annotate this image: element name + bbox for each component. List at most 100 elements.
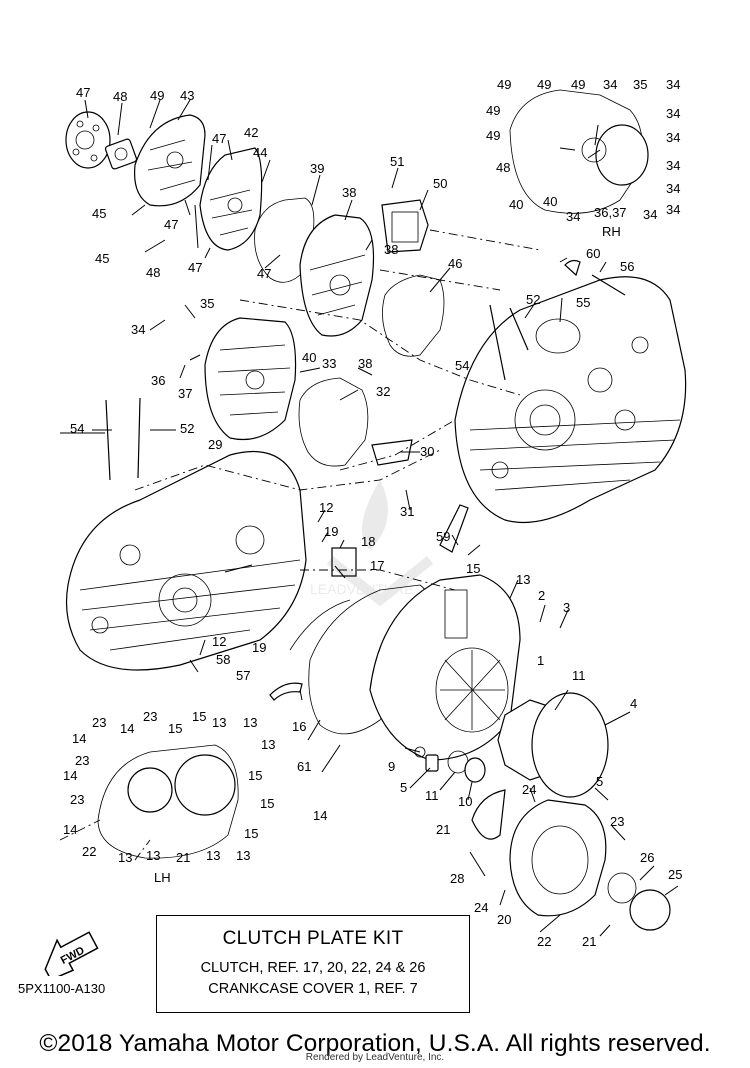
callout-25-top: 24 — [522, 782, 536, 797]
part-9-washer — [414, 746, 426, 758]
part-57-bolt — [591, 274, 626, 296]
part-48-gasket — [382, 274, 445, 357]
callout-labels: 47 48 49 43 47 42 44 39 38 51 50 45 47 4… — [63, 77, 682, 949]
callout-51-rh-2: 49 — [537, 77, 551, 92]
callout-31: 31 — [400, 504, 414, 519]
callout-14-lh-1: 14 — [120, 721, 134, 736]
callout-34-rh-7: 34 — [666, 202, 680, 217]
callout-21: 21 — [436, 822, 450, 837]
callout-40b: 38 — [358, 356, 372, 371]
part-54-stud-right — [509, 307, 529, 351]
callout-24-lh-1: 23 — [92, 715, 106, 730]
callout-47: 45 — [92, 206, 106, 221]
figure-code: 5PX1100-A130 — [18, 981, 106, 996]
part-crankcase-right — [454, 276, 687, 523]
kit-line-crankcase-cover: CRANKCASE COVER 1, REF. 7 — [208, 981, 418, 997]
callout-9: 9 — [388, 759, 395, 774]
callout-15-top: 15 — [466, 561, 480, 576]
callout-49c: 47 — [188, 260, 202, 275]
callout-24-r: 23 — [610, 814, 624, 829]
callout-56: 55 — [576, 295, 590, 310]
callout-15-lh-4: 15 — [260, 796, 274, 811]
watermark-logo: LEADVENTURE — [310, 480, 434, 607]
part-lh-inset-cover — [97, 744, 239, 859]
part-rh-inset-cover — [509, 89, 649, 214]
callout-57: 56 — [620, 259, 634, 274]
callout-25-bottom: 24 — [474, 900, 488, 915]
callout-38: 38 — [342, 185, 356, 200]
callout-4: 4 — [630, 696, 637, 711]
callout-34-rh-3: 34 — [666, 106, 680, 121]
part-55-stud-left — [105, 399, 111, 481]
callout-3: 3 — [563, 600, 570, 615]
callout-12-bottom: 12 — [212, 634, 226, 649]
callout-59: 58 — [216, 652, 230, 667]
part-46-hub — [104, 138, 138, 170]
part-21-guard — [471, 789, 506, 840]
part-61-clip — [564, 259, 581, 277]
lh-label: LH — [154, 870, 171, 885]
callout-36-37: 36,37 — [594, 205, 627, 220]
callout-55-l: 54 — [70, 421, 84, 436]
callout-23-lh: 22 — [82, 844, 96, 859]
callout-14-lh-3: 14 — [63, 768, 77, 783]
part-60-lever — [439, 504, 469, 553]
callout-41-rh-2: 40 — [543, 194, 557, 209]
callout-49d: 47 — [257, 266, 271, 281]
rh-label: RH — [602, 224, 621, 239]
part-56-o-ring — [535, 318, 581, 354]
callout-51: 49 — [150, 88, 164, 103]
part-drawings — [65, 89, 687, 931]
callout-35-rh: 35 — [633, 77, 647, 92]
callout-6: 11 — [572, 668, 586, 683]
callout-15-lh-1: 15 — [168, 721, 182, 736]
part-16-guide — [269, 682, 303, 701]
part-45-plate — [65, 111, 111, 169]
callout-2: 2 — [538, 588, 545, 603]
part-1-crankcase-cover — [369, 574, 521, 761]
callout-23-r: 22 — [537, 934, 551, 949]
part-55-stud-right — [489, 304, 506, 381]
callout-50: 48 — [146, 265, 160, 280]
callout-34-rh-5: 34 — [666, 158, 680, 173]
callout-51-rh-3: 49 — [571, 77, 585, 92]
callout-52: 50 — [433, 176, 447, 191]
part-43-cover — [133, 114, 206, 207]
callout-51-rh-4: 49 — [486, 103, 500, 118]
part-17-guide — [289, 599, 351, 651]
clutch-plate-kit-note: CLUTCH PLATE KIT CLUTCH, REF. 17, 20, 22… — [156, 915, 470, 1013]
callout-50-rh: 48 — [496, 160, 510, 175]
callout-44: 44 — [253, 145, 267, 160]
callout-20: 20 — [497, 912, 511, 927]
assembly-lines — [59, 229, 541, 861]
callout-19-bottom: 19 — [252, 640, 266, 655]
callout-34: 34 — [131, 322, 145, 337]
callout-34-rh-1: 34 — [603, 77, 617, 92]
callout-35: 35 — [200, 296, 214, 311]
callout-13-lh-1: 13 — [212, 715, 226, 730]
callout-49: 47 — [212, 131, 226, 146]
part-18-bracket — [331, 547, 357, 577]
callout-45: 47 — [76, 85, 90, 100]
callout-14: 14 — [313, 808, 327, 823]
callout-41-rh-1: 40 — [509, 197, 523, 212]
part-42-housing — [199, 147, 263, 251]
callout-7: 61 — [297, 759, 311, 774]
callout-13-lh-3: 13 — [261, 737, 275, 752]
callout-26: 25 — [668, 867, 682, 882]
callout-34-rh-9: 34 — [643, 207, 657, 222]
part-27-ring — [607, 872, 637, 904]
callout-55-r: 54 — [455, 358, 469, 373]
callout-13-lh-5: 13 — [146, 848, 160, 863]
callout-27: 26 — [640, 850, 654, 865]
callout-54-r: 52 — [526, 292, 540, 307]
callout-53: 51 — [390, 154, 404, 169]
callout-11: 11 — [425, 788, 439, 803]
callout-34-rh-6: 34 — [666, 181, 680, 196]
callout-13-lh-7: 13 — [236, 848, 250, 863]
callout-29: 29 — [208, 437, 222, 452]
copyright-notice: ©2018 Yamaha Motor Corporation, U.S.A. A… — [39, 1030, 711, 1057]
callout-51-rh-5: 49 — [486, 128, 500, 143]
